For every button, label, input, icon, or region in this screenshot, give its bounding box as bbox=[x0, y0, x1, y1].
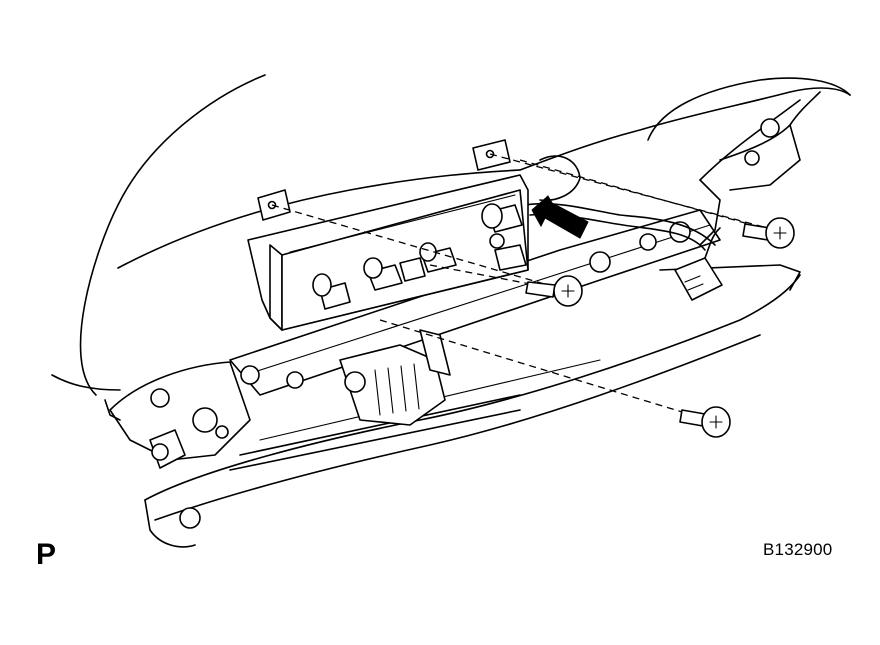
wire-connector bbox=[674, 227, 723, 301]
seat-frame-right bbox=[699, 91, 821, 246]
seat-track-rail bbox=[144, 264, 801, 548]
switch-base-plate bbox=[247, 139, 529, 331]
seat-cushion-outline bbox=[51, 74, 851, 396]
flange-screw-icon bbox=[742, 217, 795, 249]
flange-screw-icon bbox=[525, 275, 583, 307]
view-code-label: P bbox=[36, 538, 57, 571]
center-actuator bbox=[339, 329, 451, 426]
flange-screw-icon bbox=[679, 406, 731, 438]
thick-black-arrow-icon bbox=[531, 195, 589, 239]
left-mechanism bbox=[104, 361, 251, 469]
figure-id-label: B132900 bbox=[763, 540, 833, 559]
switch-knobs bbox=[312, 203, 527, 310]
slider-frame bbox=[229, 209, 721, 396]
